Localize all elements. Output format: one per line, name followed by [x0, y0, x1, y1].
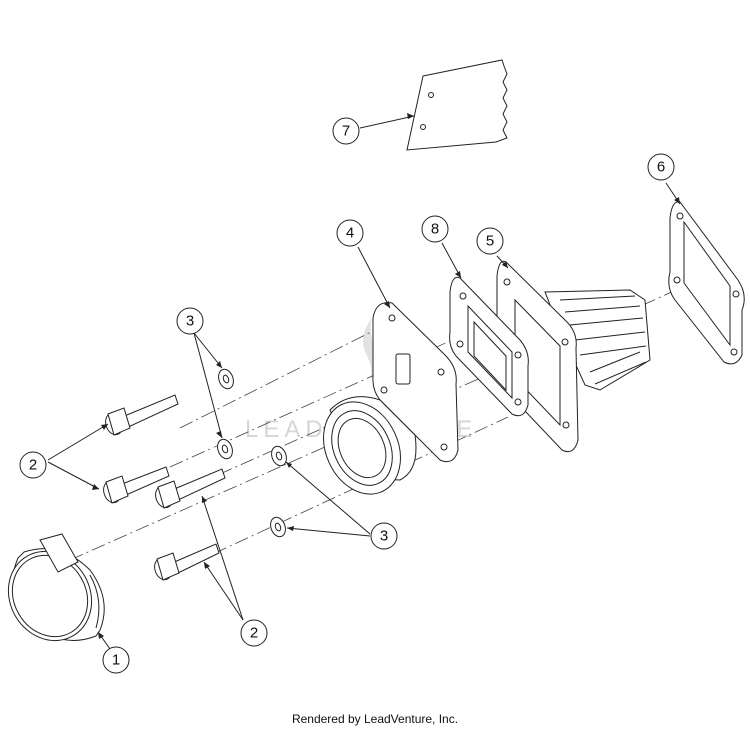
part-3-washers: [217, 368, 287, 538]
part-2-bolts: [103, 394, 226, 581]
callout-7: 7: [332, 117, 360, 145]
part-8-gasket: [449, 276, 529, 417]
bolt-c: [155, 468, 226, 509]
callout-5: 5: [476, 227, 504, 255]
callout-4-label: 4: [346, 225, 354, 242]
bolt-b: [103, 466, 170, 504]
bolt-a: [105, 394, 179, 436]
washer-c: [271, 445, 287, 467]
callout-1: 1: [102, 646, 130, 674]
callout-7-label: 7: [342, 123, 350, 140]
bolt-d: [154, 543, 220, 581]
callout-2-left-label: 2: [29, 457, 37, 474]
leader-lines: [47, 113, 681, 650]
callout-8: 8: [421, 215, 449, 243]
part-7-reed-petal: [406, 59, 508, 151]
part-5-reed-cage: [496, 260, 651, 453]
callout-8-label: 8: [431, 221, 439, 238]
part-6-gasket: [668, 201, 745, 365]
callout-5-label: 5: [486, 233, 494, 250]
callout-3-right: 3: [370, 522, 398, 550]
washer-a: [218, 368, 234, 390]
callout-2-left: 2: [19, 451, 47, 479]
part-4-intake-manifold: [323, 302, 459, 495]
callout-4: 4: [336, 219, 364, 247]
callout-6: 6: [647, 153, 675, 181]
washer-d: [270, 516, 286, 538]
callout-1-label: 1: [112, 652, 120, 669]
callout-6-label: 6: [657, 159, 665, 176]
callout-2-bottom-label: 2: [250, 625, 258, 642]
callout-3-right-label: 3: [380, 528, 388, 545]
part-1-clamp: [7, 533, 105, 642]
footer-credit: Rendered by LeadVenture, Inc.: [291, 712, 459, 726]
callout-3-top: 3: [176, 307, 204, 335]
washer-b: [217, 438, 233, 460]
callout-3-top-label: 3: [186, 313, 194, 330]
callout-2-bottom: 2: [240, 619, 268, 647]
